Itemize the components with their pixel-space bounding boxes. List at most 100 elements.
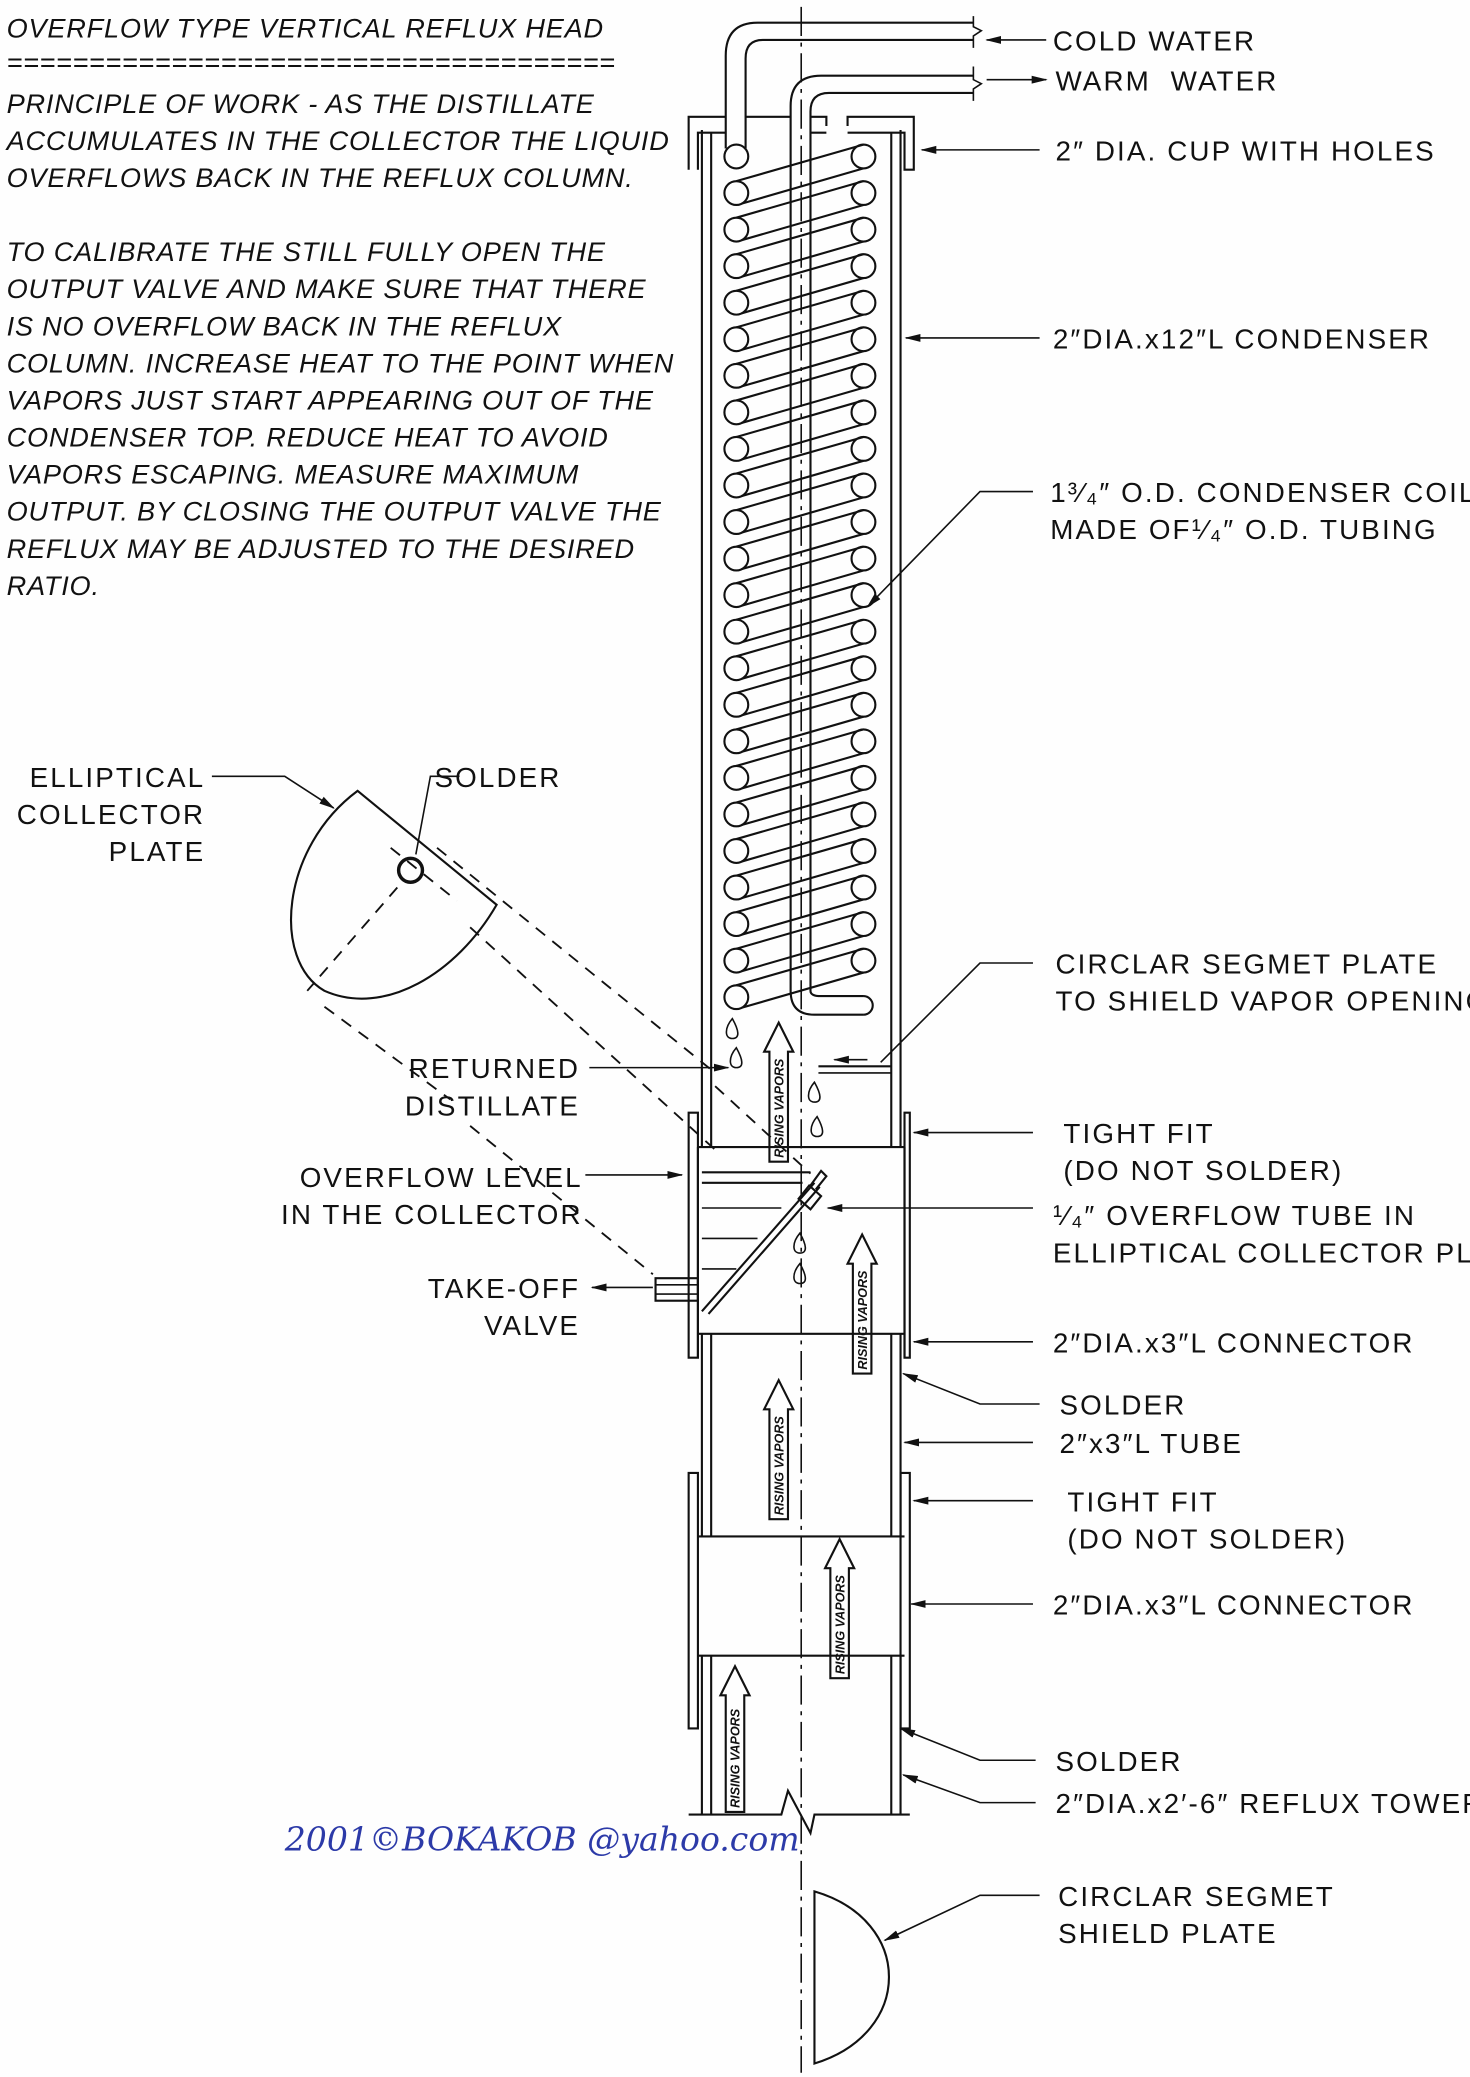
label-returned: RETURNED	[409, 1053, 580, 1084]
label-solder-plate: SOLDER	[434, 762, 561, 793]
label-connector: 2″DIA.x3″L CONNECTOR	[1053, 1590, 1415, 1621]
solder-point-icon	[396, 856, 425, 884]
cold-water-pipe	[724, 16, 983, 149]
coil-turn	[723, 911, 877, 974]
calibration-line: CONDENSER TOP. REDUCE HEAT TO AVOID	[7, 422, 609, 453]
label-solder: SOLDER	[1059, 1390, 1186, 1421]
label-cold-water: COLD WATER	[1053, 26, 1256, 57]
label-condenser: 2″DIA.x12″L CONDENSER	[1053, 324, 1431, 355]
coil-turn	[723, 801, 877, 864]
calibration-line: VAPORS JUST START APPEARING OUT OF THE	[7, 384, 654, 415]
label-overflow-level: OVERFLOW LEVEL	[300, 1162, 583, 1193]
collector-plate-section	[701, 1171, 821, 1315]
coil-turn	[723, 180, 877, 243]
rising-vapors-arrow: RISING VAPORS	[762, 1020, 795, 1163]
segment-shield-plate	[818, 1065, 892, 1074]
drop-icon	[793, 1262, 807, 1285]
rising-vapors-arrow: RISING VAPORS	[823, 1536, 856, 1680]
calibration-line: VAPORS ESCAPING. MEASURE MAXIMUM	[7, 459, 580, 490]
principle-line: OVERFLOWS BACK IN THE REFLUX COLUMN.	[7, 162, 634, 193]
calibration-line: OUTPUT. BY CLOSING THE OUTPUT VALVE THE	[7, 496, 662, 527]
notes-block: OVERFLOW TYPE VERTICAL REFLUX HEAD =====…	[5, 12, 674, 601]
label-overflow-level: IN THE COLLECTOR	[281, 1199, 583, 1230]
condenser-tube	[697, 130, 905, 1149]
rising-vapors-label: RISING VAPORS	[772, 1416, 786, 1516]
label-elliptical: PLATE	[109, 836, 206, 867]
calibration-line: COLUMN. INCREASE HEAT TO THE POINT WHEN	[7, 347, 674, 378]
callout-labels: COLD WATER WARM WATER 2″ DIA. CUP WITH H…	[1050, 26, 1470, 1949]
rising-vapors-arrow: RISING VAPORS	[762, 1377, 795, 1521]
principle-line: PRINCIPLE OF WORK - AS THE DISTILLATE	[7, 88, 595, 119]
up-arrow-icon	[718, 1663, 752, 1813]
condenser-coil	[723, 143, 877, 1011]
drop-icon	[729, 1046, 743, 1069]
rising-vapors-arrow: RISING VAPORS	[845, 1232, 879, 1375]
calibration-line: OUTPUT VALVE AND MAKE SURE THAT THERE	[7, 273, 647, 304]
label-elliptical: ELLIPTICAL	[30, 762, 206, 793]
coil-turn	[723, 618, 877, 682]
label-tight-fit: (DO NOT SOLDER)	[1063, 1155, 1343, 1186]
warm-water-pipe	[789, 66, 983, 1016]
calibration-line: TO CALIBRATE THE STILL FULLY OPEN THE	[7, 236, 606, 267]
drop-icon	[725, 1017, 739, 1040]
coil-turn	[723, 362, 877, 426]
label-tube: 2″x3″L TUBE	[1059, 1428, 1243, 1459]
label-tight-fit: TIGHT FIT	[1063, 1118, 1214, 1149]
calibration-line: IS NO OVERFLOW BACK IN THE REFLUX	[7, 310, 562, 341]
coil-turn	[723, 509, 877, 572]
up-arrow-icon	[823, 1536, 856, 1680]
label-segment-plate: TO SHIELD VAPOR OPENING	[1055, 986, 1470, 1017]
label-shield-plate: SHIELD PLATE	[1058, 1918, 1278, 1949]
overflow-tube	[797, 1169, 828, 1211]
coil-turn	[723, 143, 877, 207]
up-arrow-icon	[845, 1232, 879, 1375]
label-elliptical: COLLECTOR	[17, 799, 205, 830]
principle-line: ACCUMULATES IN THE COLLECTOR THE LIQUID	[5, 125, 670, 156]
label-segment-plate: CIRCLAR SEGMET PLATE	[1055, 949, 1438, 980]
label-reflux-tower: 2″DIA.x2′-6″ REFLUX TOWER	[1055, 1788, 1470, 1819]
rising-vapors-arrow: RISING VAPORS	[718, 1663, 752, 1813]
rising-vapors-label: RISING VAPORS	[856, 1270, 870, 1370]
leader-lines	[211, 35, 1048, 1942]
coil-turn	[723, 947, 864, 1011]
middle-tube	[697, 1332, 905, 1538]
label-overflow-tube: ¹⁄₄″ OVERFLOW TUBE IN	[1053, 1200, 1416, 1231]
coil-turn	[723, 838, 877, 901]
label-coil: MADE OF¹⁄₄″ O.D. TUBING	[1050, 514, 1438, 545]
circular-segment-shield-plate	[813, 1889, 891, 2065]
rising-vapors-label: RISING VAPORS	[833, 1575, 847, 1675]
label-takeoff: TAKE-OFF	[428, 1273, 580, 1304]
calibration-line: RATIO.	[7, 570, 100, 601]
drop-icon	[793, 1231, 807, 1254]
rising-vapors-label: RISING VAPORS	[772, 1058, 786, 1158]
label-shield-plate: CIRCLAR SEGMET	[1058, 1881, 1335, 1912]
label-coil: 1³⁄₄″ O.D. CONDENSER COIL	[1050, 477, 1470, 508]
coil-turn	[723, 691, 877, 755]
title-separator: =====================================	[7, 47, 616, 78]
connector-upper	[687, 1111, 911, 1359]
reflux-tower	[688, 1655, 910, 1837]
label-cup: 2″ DIA. CUP WITH HOLES	[1055, 135, 1435, 166]
connector-lower	[687, 1471, 911, 1730]
rising-vapors-label: RISING VAPORS	[729, 1708, 743, 1808]
label-tight-fit: (DO NOT SOLDER)	[1067, 1523, 1347, 1554]
distillate-drops	[725, 1017, 824, 1285]
label-connector: 2″DIA.x3″L CONNECTOR	[1053, 1327, 1415, 1358]
label-tight-fit: TIGHT FIT	[1067, 1486, 1218, 1517]
take-off-valve[interactable]	[654, 1277, 699, 1302]
cup-with-holes	[687, 115, 915, 171]
label-solder: SOLDER	[1055, 1746, 1182, 1777]
rising-vapor-arrows: RISING VAPORS RISING VAPORS RISING VAPORS R…	[718, 1020, 879, 1813]
drawing-title: OVERFLOW TYPE VERTICAL REFLUX HEAD	[7, 12, 604, 43]
coil-turn	[723, 655, 877, 718]
elliptical-collector-plate	[289, 789, 812, 1275]
up-arrow-icon	[762, 1020, 795, 1163]
calibration-line: REFLUX MAY BE ADJUSTED TO THE DESIRED	[7, 533, 635, 564]
label-warm-water: WARM WATER	[1055, 65, 1278, 96]
label-returned: DISTILLATE	[405, 1090, 580, 1121]
label-overflow-tube: ELLIPTICAL COLLECTOR PLATE	[1053, 1237, 1470, 1268]
left-labels: ELLIPTICAL COLLECTOR PLATE SOLDER RETURN…	[17, 762, 583, 1341]
coil-turn	[723, 326, 877, 389]
